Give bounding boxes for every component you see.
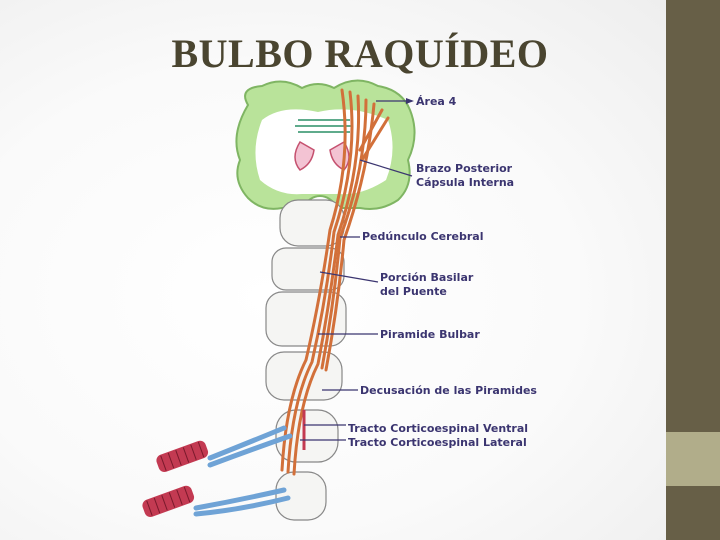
brain-section — [235, 79, 416, 210]
label-capsule-line2: Cápsula Interna — [416, 176, 514, 189]
label-pons-line1: Porción Basilar — [380, 271, 474, 284]
label-ventral-tract: Tracto Corticoespinal Ventral — [348, 422, 528, 435]
cervical-cord-section — [275, 409, 339, 463]
sidebar-accent-block — [666, 432, 720, 486]
lumbar-cord-section — [275, 471, 327, 521]
peripheral-nerves — [193, 425, 293, 517]
muscles — [142, 440, 209, 518]
lower-medulla-section — [265, 351, 343, 401]
brainstem-sections — [265, 199, 347, 521]
left-ventricle — [294, 140, 315, 171]
label-decussation: Decusación de las Piramides — [360, 384, 537, 397]
label-area4: Área 4 — [416, 95, 457, 108]
slide-title: BULBO RAQUÍDEO — [171, 31, 549, 76]
label-pyramid: Piramide Bulbar — [380, 328, 480, 341]
label-peduncle: Pedúnculo Cerebral — [362, 230, 483, 243]
medulla-section — [265, 291, 347, 347]
lower-muscle — [142, 485, 195, 518]
corticospinal-tract — [280, 88, 390, 476]
upper-muscle — [156, 440, 209, 473]
corpus-callosum-lines — [295, 119, 353, 133]
label-lateral-tract: Tracto Corticoespinal Lateral — [348, 436, 527, 449]
label-pons-line2: del Puente — [380, 285, 447, 298]
area4-arrow — [406, 98, 414, 104]
label-capsule-line1: Brazo Posterior — [416, 162, 513, 175]
